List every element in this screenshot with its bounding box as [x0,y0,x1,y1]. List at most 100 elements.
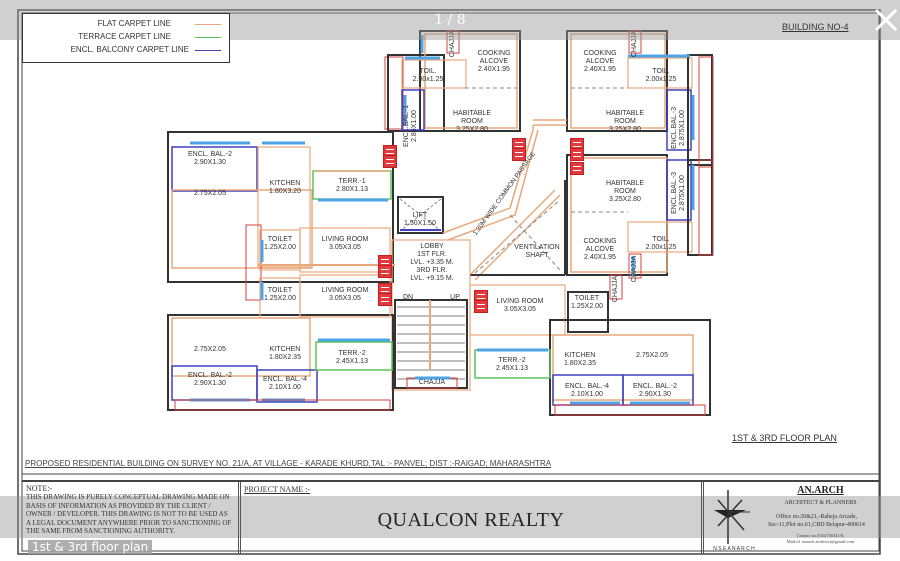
room-dimension: 3.05X3.05 [329,244,361,251]
room-name: CHAJJA [631,255,638,283]
balcony-carpet-line [171,146,258,192]
room-dimension: 1.50X1.50 [404,220,436,227]
door-tag-icon [378,293,392,306]
room-label-tl-chajja: CHAJJA [449,31,457,57]
room-label-ul-bed: 2.75X2.05 [194,190,226,198]
room-name: ENCL. BAL.-2 [188,151,232,158]
room-dimension: 2.00x1.25 [645,76,677,83]
passage-line [442,125,534,234]
wall [419,30,521,132]
architect-subtitle: ARCHITECT & PLANNERS [784,500,857,506]
room-name: ENCL. BAL.-4 [263,376,307,383]
close-x-icon [874,8,898,32]
room-name: CHAJJA [631,30,638,58]
flat-carpet-line [424,33,518,129]
room-name: ENCL. BAL.-2 [188,372,232,379]
passage-line [447,129,539,241]
project-name: QUALCON REALTY [377,509,565,531]
room-label-lr-chajja: CHAJJA [612,276,620,302]
lift-cross [399,198,442,232]
room-dimension: 2.40X1.95 [584,66,616,73]
room-name: LIVING ROOM [321,236,369,243]
flat-carpet-line [469,284,566,336]
door-tag-icon [383,155,397,168]
stair-down-label: DN [402,294,414,301]
legend-label: TERRACE CARPET LINE [78,32,171,41]
building-number: BUILDING NO-4 [782,22,849,32]
door-tag-icon [512,148,526,161]
flat-carpet-line [171,317,311,377]
room-dimension: 2.85X1.00 [411,110,418,142]
balcony-carpet-line [666,159,692,221]
room-name: TOIL. [419,68,437,75]
legend: FLAT CARPET LINE TERRACE CARPET LINE ENC… [22,13,230,63]
outer-line [554,404,706,416]
flat-carpet-line [299,227,391,273]
flat-carpet-line [627,221,693,253]
wall [567,291,609,333]
room-label-mr-chajja: CHAJJA [631,256,639,282]
passage-line [474,194,561,281]
room-dimension: 3.05X3.05 [504,306,536,313]
legend-label: ENCL. BALCONY CARPET LINE [70,45,189,54]
room-dimension: 2.75X2.05 [194,346,226,353]
wall [167,131,394,283]
chajja-outline [609,274,623,300]
room-name: TERR.-2 [338,350,366,357]
room-name: ENCL. BAL.-2 [633,383,677,390]
room-dimension: 1.80X2.35 [564,360,596,367]
room-dimension: 1.80X3.20 [269,188,301,195]
room-dimension: 2.10X1.00 [269,384,301,391]
room-name: ENCL. BAL.-4 [565,383,609,390]
chajja-outline [628,253,642,279]
image-counter: 1 / 8 [434,12,466,28]
room-dimension: 2.875X1.00 [679,175,686,211]
balcony-carpet-line [666,89,692,151]
note-block: NOTE:- THIS DRAWING IS PURELY CONCEPTUAL… [26,484,232,535]
room-dimension: 1.80X2.35 [269,354,301,361]
room-dimension: 2.40X1.95 [478,66,510,73]
room-dimension: 2.75X2.05 [194,190,226,197]
room-dimension: 2.45X1.13 [496,365,528,372]
flat-carpet-line [627,57,693,89]
outer-line [174,399,391,411]
legend-swatch-flat [195,24,221,25]
close-button[interactable] [872,6,900,34]
legend-item-balcony: ENCL. BALCONY CARPET LINE [23,45,229,57]
room-name: KITCHEN [269,346,301,353]
room-name: CHAJJA [612,275,619,303]
room-label-tr-chajja: CHAJJA [631,31,639,57]
passage-line [469,189,556,276]
legend-swatch-balcony [195,50,221,51]
room-dimension: 1.25X2.00 [571,303,603,310]
vent-cross [509,214,561,271]
room-dimension: 2.875X1.00 [679,110,686,146]
flat-carpet-line [171,189,313,269]
room-name: ENCL.BAL.-3 [671,171,678,215]
room-name: ENCL.BAL.-3 [671,106,678,150]
room-name: CHAJJA [449,30,456,58]
architect-contact: Contact no.8354756341/8, [796,533,845,538]
room-dimension: 2.80X1.13 [336,186,368,193]
title-block: NOTE:- THIS DRAWING IS PURELY CONCEPTUAL… [22,480,879,554]
